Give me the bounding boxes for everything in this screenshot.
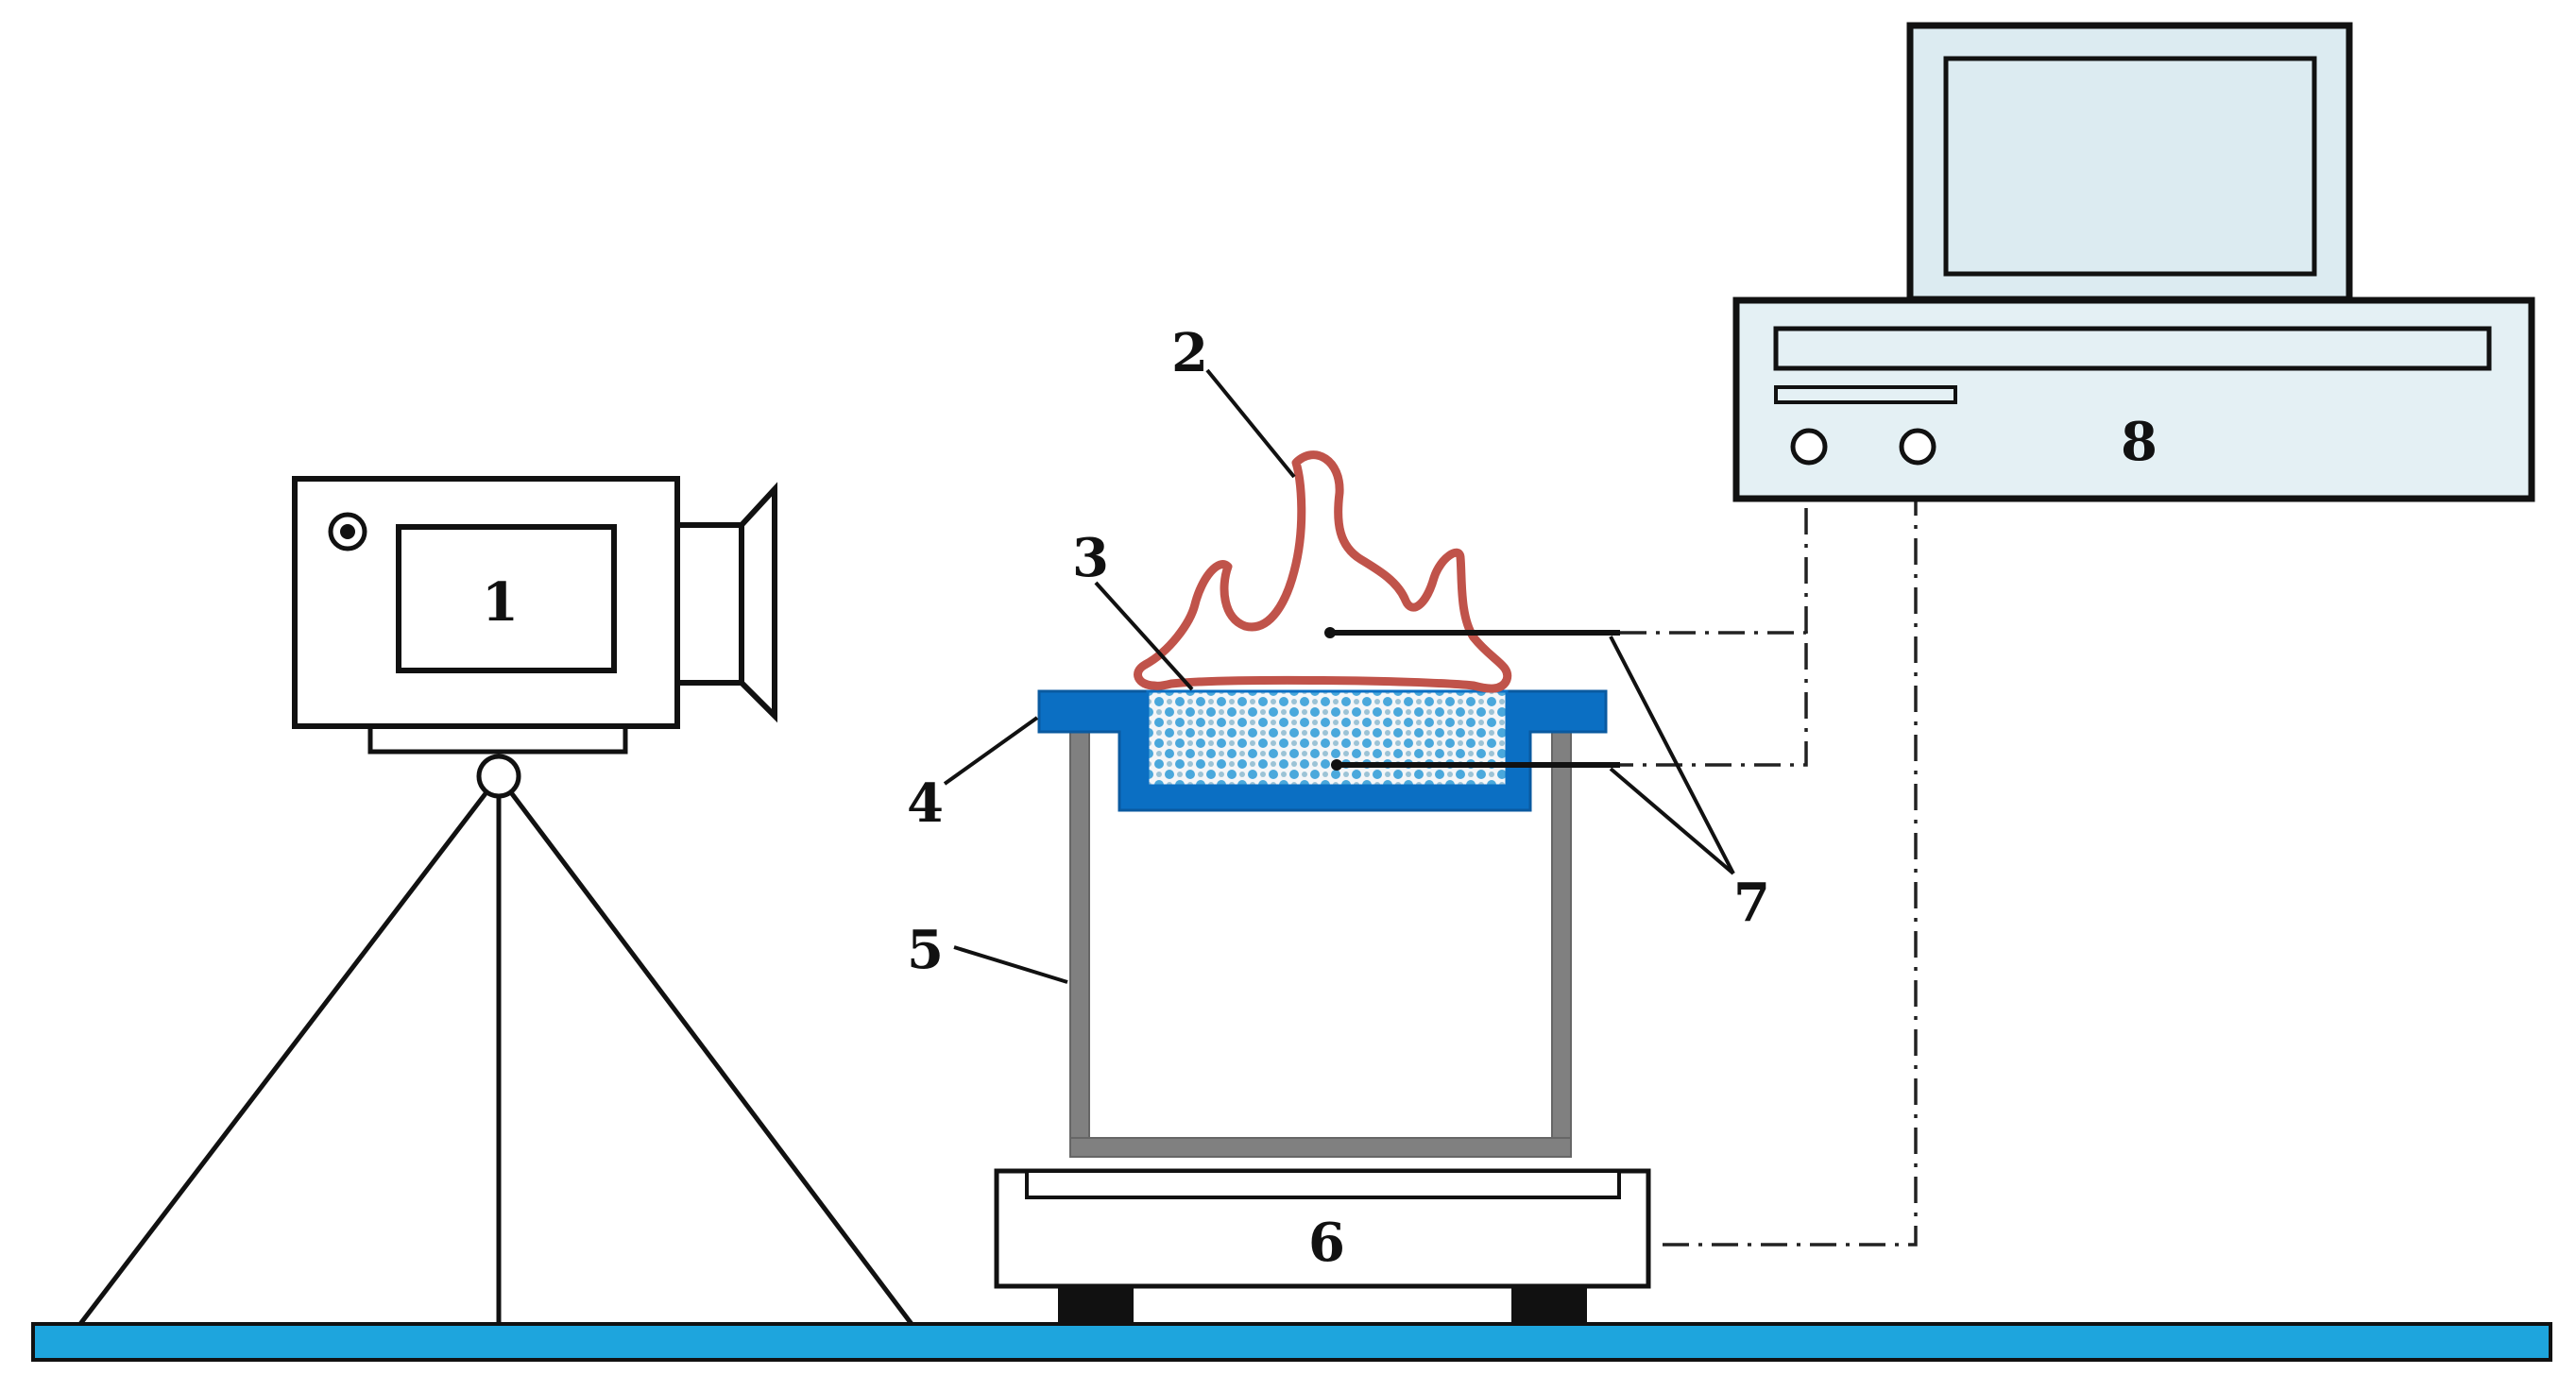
label-stand: 5	[907, 919, 944, 981]
input-jack-2	[1899, 428, 1936, 466]
monitor-screen	[1943, 56, 2317, 277]
fuel-bed	[1148, 691, 1507, 786]
label-computer: 8	[2121, 411, 2158, 473]
stand-frame	[1069, 728, 1572, 1158]
label-camera: 1	[482, 571, 519, 634]
flame-icon	[1134, 450, 1512, 693]
signal-lines	[1620, 465, 1918, 1247]
thermocouples	[1324, 627, 1620, 771]
label-fuel: 3	[1072, 527, 1109, 589]
tripod-icon	[78, 754, 913, 1326]
label-flame: 2	[1171, 322, 1208, 384]
camera-assembly	[78, 476, 913, 1326]
computer-icon	[1732, 22, 2535, 502]
label-thermocouples: 7	[1733, 872, 1770, 934]
scale-balance	[994, 1168, 1651, 1324]
label-tray: 4	[907, 772, 944, 835]
input-jack-1	[1790, 428, 1828, 466]
leader-lines	[943, 368, 1735, 984]
video-camera-icon	[292, 476, 777, 755]
ground-bar	[31, 1322, 2552, 1362]
label-scale: 6	[1308, 1212, 1345, 1274]
fuel-tray	[1037, 689, 1608, 812]
